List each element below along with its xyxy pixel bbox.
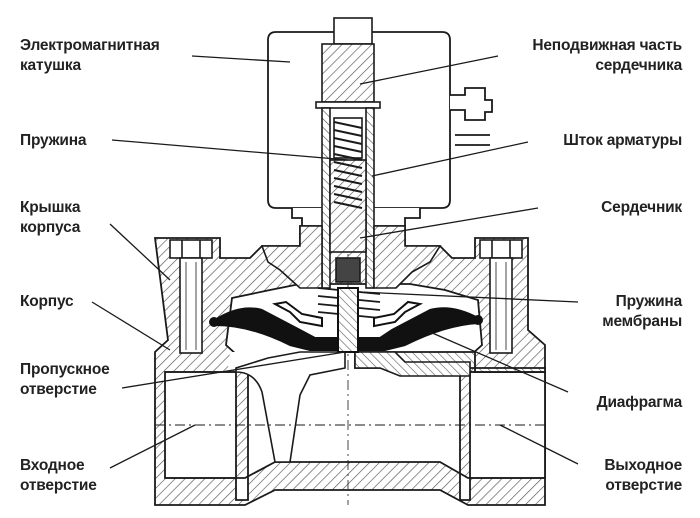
label-coil: Электромагнитная катушка — [20, 37, 160, 74]
coil-housing — [267, 31, 493, 227]
label-pilot-hole: Пропускное отверстие — [20, 361, 110, 398]
label-body-cover: Крышка корпуса — [20, 199, 81, 236]
leader-fixed-core — [359, 55, 499, 85]
label-inlet: Входное отверстие — [20, 457, 97, 494]
bonnet — [260, 225, 442, 289]
label-membrane-spring: Пружина мембраны — [602, 293, 682, 330]
leader-lines — [91, 55, 579, 469]
leader-core — [359, 207, 539, 239]
leader-armature-rod — [371, 141, 529, 177]
leader-diaphragm — [429, 331, 569, 393]
leader-membrane-spring — [359, 291, 579, 303]
label-core: Сердечник — [601, 199, 682, 216]
label-spring: Пружина — [20, 132, 87, 149]
label-armature-rod: Шток арматуры — [563, 132, 682, 149]
leader-body-cover — [109, 223, 171, 281]
leader-pilot-hole — [121, 351, 346, 389]
diaphragm-part — [209, 287, 483, 353]
label-diaphragm: Диафрагма — [596, 394, 683, 411]
label-body: Корпус — [20, 293, 74, 310]
right-bolt — [479, 239, 523, 354]
label-fixed-core: Неподвижная часть сердечника — [532, 37, 682, 74]
leader-inlet — [109, 424, 196, 469]
partition-wall — [235, 351, 471, 463]
leader-body — [91, 301, 171, 351]
leader-spring — [111, 139, 349, 161]
main-spring — [333, 121, 363, 209]
label-outlet: Выходное отверстие — [604, 457, 682, 494]
core-tube — [315, 17, 381, 289]
leader-outlet — [499, 424, 579, 465]
left-bolt — [169, 239, 213, 354]
leader-coil — [191, 55, 291, 63]
